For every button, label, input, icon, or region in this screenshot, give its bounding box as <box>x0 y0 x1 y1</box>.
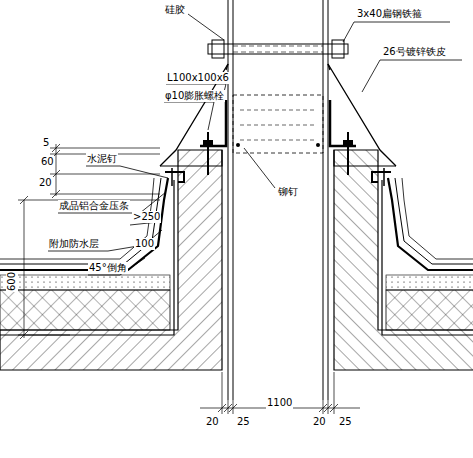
drawing-label: 5 <box>42 137 50 149</box>
drawing-label: >250 <box>132 211 161 223</box>
drawing-label: φ10膨胀螺栓 <box>164 90 225 102</box>
drawing-label: 60 <box>40 156 55 168</box>
drawing-label: 成品铝合金压条 <box>58 200 130 212</box>
drawing-label: 100 <box>134 238 155 250</box>
drawing-label: 25 <box>338 416 353 428</box>
drawing-label: L100x100x6 <box>166 72 230 84</box>
drawing-label: 20 <box>312 416 327 428</box>
drawing-label: 附加防水层 <box>48 238 100 250</box>
drawing-label: 45°倒角 <box>88 262 128 274</box>
drawing-label: 铆钉 <box>277 186 299 198</box>
drawing-label: 600 <box>6 271 18 292</box>
drawing-label: 20 <box>205 416 220 428</box>
drawing-label: 1100 <box>266 397 293 409</box>
drawing-label: 26号镀锌铁皮 <box>382 46 447 58</box>
drawing-label: 水泥钉 <box>86 153 118 165</box>
drawing-label: 20 <box>38 177 53 189</box>
drawing-label: 25 <box>236 416 251 428</box>
drawing-label: 3x40扁钢铁箍 <box>356 8 423 20</box>
drawing-label: 硅胶 <box>164 4 186 16</box>
